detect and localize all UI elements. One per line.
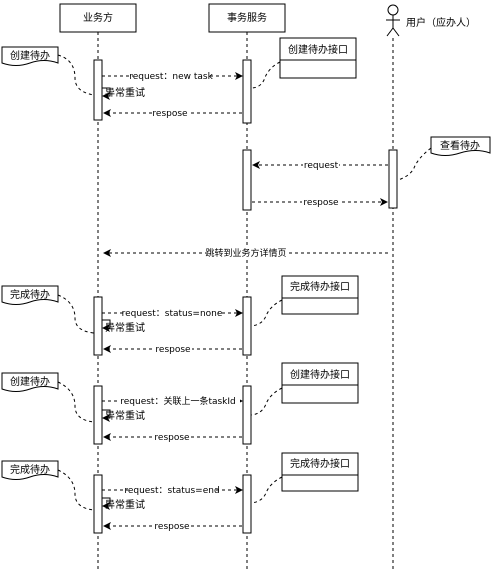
retry-label: 异常重试 xyxy=(105,86,145,99)
message-label: request xyxy=(304,161,339,171)
box-connector xyxy=(250,387,283,416)
box-label: 创建待办接口 xyxy=(290,368,350,381)
note-connector xyxy=(57,54,95,96)
note-complete-task-2: 完成待办 xyxy=(1,460,59,480)
box-label: 创建待办接口 xyxy=(288,43,348,56)
participant-business: 业务方 xyxy=(59,3,137,33)
retry-label: 异常重试 xyxy=(105,409,145,422)
box-complete-api-1: 完成待办接口 xyxy=(281,275,359,315)
retry-arrow xyxy=(102,87,111,100)
message-label: respose xyxy=(155,345,191,355)
message-label: 跳转到业务方详情页 xyxy=(205,247,286,259)
message-label: request：new task xyxy=(129,72,213,82)
message-label: respose xyxy=(152,109,188,119)
box-connector xyxy=(250,476,283,504)
note-view-task: 查看待办 xyxy=(430,136,491,156)
box-create-api-1: 创建待办接口 xyxy=(279,37,357,79)
participant-service-label: 事务服务 xyxy=(227,11,267,24)
note-connector xyxy=(57,381,95,423)
actor-icon xyxy=(386,4,400,37)
participant-user: 用户（应办人） xyxy=(386,4,476,37)
activation-service xyxy=(242,296,252,356)
activation-user xyxy=(388,149,398,209)
note-create-task-1: 创建待办 xyxy=(1,46,59,66)
participant-service: 事务服务 xyxy=(208,3,286,33)
retry-label: 异常重试 xyxy=(105,321,145,334)
note-complete-task-1: 完成待办 xyxy=(1,285,59,305)
note-label: 创建待办 xyxy=(10,49,50,62)
note-label: 查看待办 xyxy=(440,139,480,152)
box-label: 完成待办接口 xyxy=(290,280,350,293)
activation-service xyxy=(242,474,252,534)
retry-arrow xyxy=(102,497,111,510)
activation-service xyxy=(242,149,252,211)
note-create-task-2: 创建待办 xyxy=(1,372,59,392)
note-connector xyxy=(397,147,432,181)
message-label: respose xyxy=(303,198,339,208)
note-connector xyxy=(57,469,95,511)
activation-business xyxy=(93,385,103,445)
activation-business xyxy=(93,474,103,534)
box-connector xyxy=(250,61,281,89)
retry-arrow xyxy=(102,409,111,422)
activation-business xyxy=(93,59,103,121)
activation-service xyxy=(242,385,252,445)
note-connector xyxy=(57,294,95,334)
retry-arrow xyxy=(102,319,111,332)
note-label: 完成待办 xyxy=(10,463,50,476)
participant-business-label: 业务方 xyxy=(83,11,113,24)
note-label: 完成待办 xyxy=(10,288,50,301)
message-label: respose xyxy=(154,522,190,532)
message-label: request：关联上一条taskId xyxy=(120,395,236,407)
box-connector xyxy=(250,299,283,327)
participant-user-label: 用户（应办人） xyxy=(406,16,476,29)
activation-service xyxy=(242,59,252,124)
box-label: 完成待办接口 xyxy=(290,457,350,470)
box-complete-api-2: 完成待办接口 xyxy=(281,452,359,492)
note-label: 创建待办 xyxy=(10,375,50,388)
activation-business xyxy=(93,296,103,356)
box-create-api-2: 创建待办接口 xyxy=(281,362,359,404)
message-label: respose xyxy=(154,433,190,443)
message-label: request：status=none xyxy=(122,309,223,319)
message-label: request：status=end xyxy=(124,486,219,496)
retry-label: 异常重试 xyxy=(105,498,145,511)
